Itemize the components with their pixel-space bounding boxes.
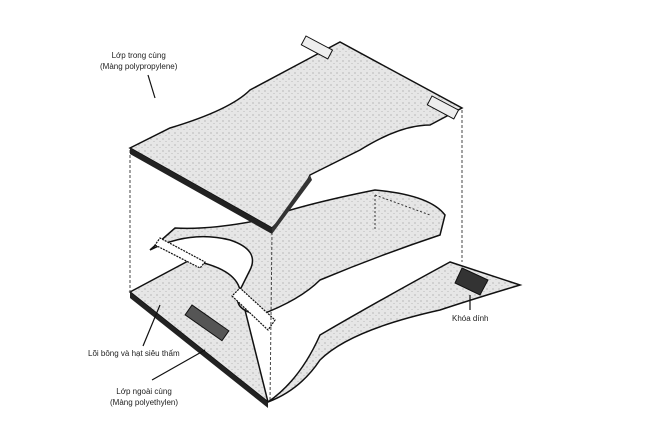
outer-layer-label-line2: (Màng polyethylen) — [110, 398, 179, 407]
inner-layer-label: Lớp trong cùng (Màng polypropylene) — [100, 50, 177, 72]
inner-layer-label-line2: (Màng polypropylene) — [100, 62, 178, 71]
tape-label: Khóa dính — [452, 314, 489, 323]
outer-layer-sheet — [128, 259, 523, 404]
core-label: Lõi bông và hạt siêu thấm — [88, 349, 180, 358]
adhesive-tape — [454, 267, 489, 296]
outer-layer-label-line1: Lớp ngoài cùng — [116, 387, 172, 396]
inner-layer-label-line1: Lớp trong cùng — [111, 51, 166, 60]
outer-layer-label: Lớp ngoài cùng (Màng polyethylen) — [110, 386, 178, 408]
